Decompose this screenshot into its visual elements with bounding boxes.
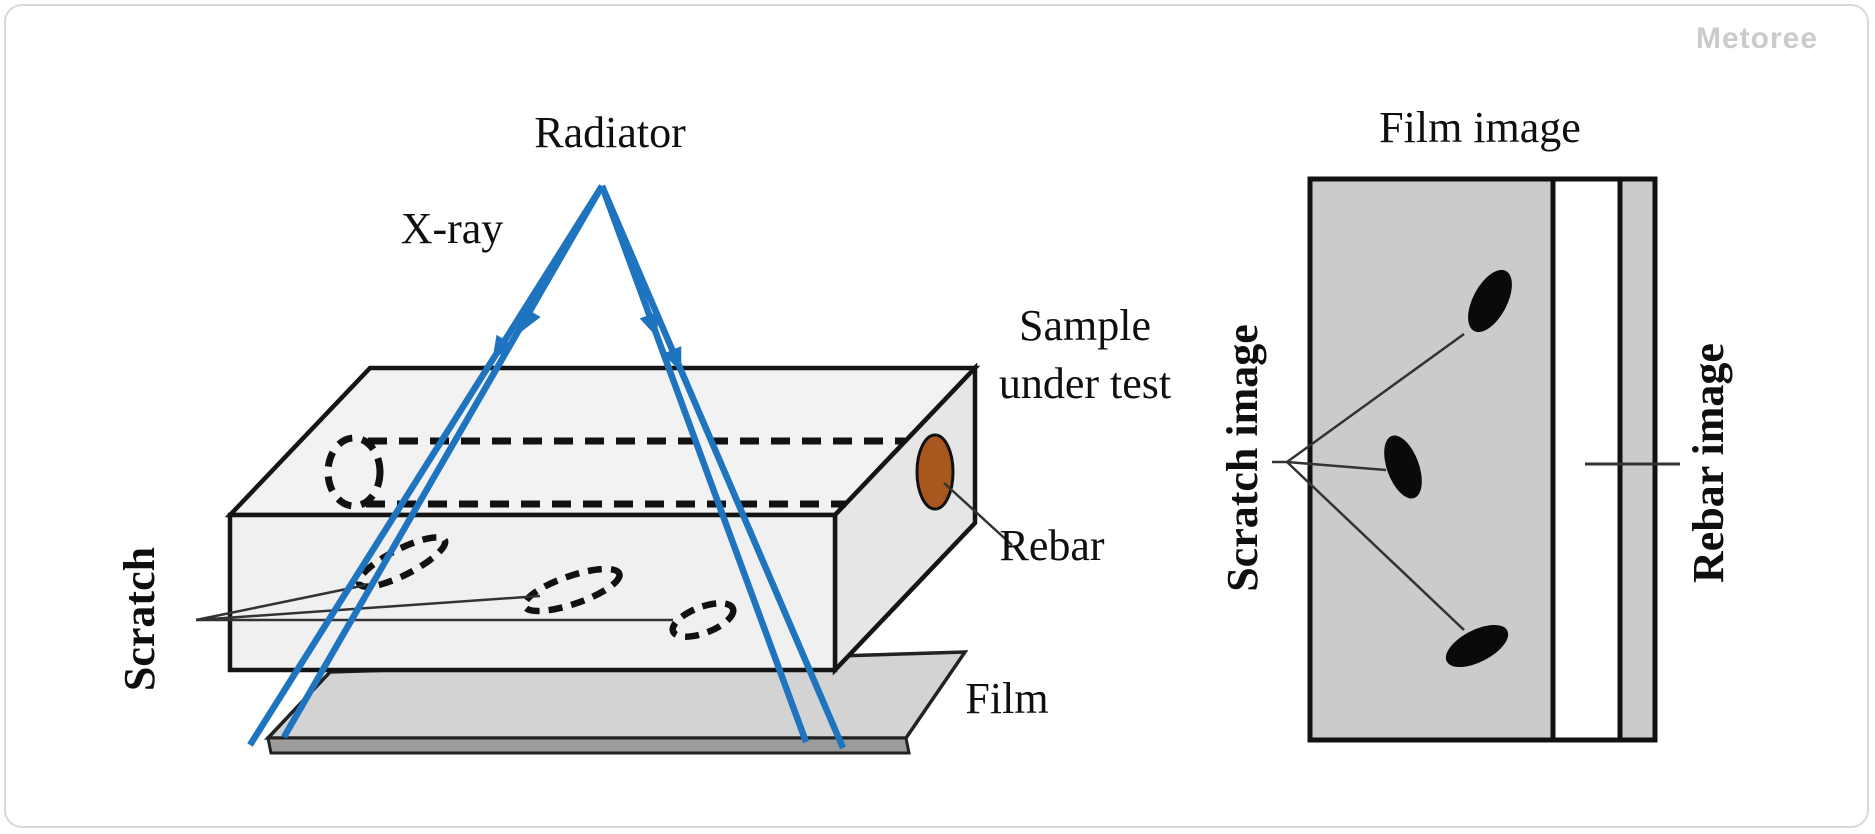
arrowhead-inner-left-icon: [520, 307, 541, 333]
film-image-panel: Film image Scratch image Rebar image: [1218, 103, 1733, 743]
metoree-watermark-logo: Metoree: [1696, 22, 1818, 55]
scratch-pointer-1: [195, 583, 367, 622]
scratch-ellipse-2: [521, 565, 623, 615]
film-image-rebar-band: [1617, 176, 1658, 743]
arrowhead-outer-left-icon: [492, 334, 514, 361]
scratch-image-label: Scratch image: [1218, 324, 1267, 592]
rebar-cross-section: [915, 433, 955, 511]
xray-beam-outer-left: [247, 184, 605, 747]
xray-beam-inner-right: [598, 184, 810, 744]
rebar-cylinder-dashed: [324, 434, 905, 510]
arrowhead-outer-right-icon: [662, 346, 682, 373]
film-image-white-band: [1550, 176, 1623, 743]
xray-label: X-ray: [401, 204, 504, 253]
radiator-label: Radiator: [534, 108, 686, 157]
scratch-images: [1384, 269, 1512, 668]
xray-beam-inner-left: [281, 184, 605, 739]
sample-under-test-label-line2: under test: [999, 359, 1171, 408]
scratch-ellipse-1: [355, 534, 449, 590]
scratch-ellipse-3: [669, 600, 737, 640]
rebar-leader-line: [943, 482, 1013, 546]
cylinder-end-ellipse: [324, 434, 384, 510]
sample-test-setup: Radiator X-ray Scratch Sample under test…: [115, 108, 1171, 755]
scratch-image-2: [1384, 435, 1422, 499]
scratch-image-pointers: [1272, 332, 1465, 631]
film-image-title: Film image: [1379, 103, 1581, 152]
scratches: [355, 534, 737, 640]
rebar-image-label: Rebar image: [1684, 343, 1733, 583]
scratch-pointers: [195, 583, 673, 622]
xray-beam-outer-right: [599, 184, 846, 750]
scratch-image-3: [1445, 624, 1509, 668]
sample-under-test-label-line1: Sample: [1019, 301, 1151, 350]
film-image-main-area: [1307, 176, 1556, 743]
film-side-face: [266, 736, 911, 755]
rebar-label: Rebar: [999, 521, 1104, 570]
scratch-label: Scratch: [115, 547, 164, 691]
scratch-image-pointer-1: [1286, 332, 1465, 464]
sample-box: [224, 362, 981, 676]
film-label: Film: [965, 674, 1048, 723]
xray-arrowheads: [492, 307, 682, 373]
scratch-pointer-2: [195, 594, 541, 622]
xray-beams: [247, 184, 846, 750]
arrowhead-inner-right-icon: [639, 311, 659, 338]
scratch-image-1: [1468, 269, 1512, 333]
scratch-image-pointer-3: [1286, 461, 1465, 631]
scratch-image-pointer-2: [1286, 460, 1387, 472]
